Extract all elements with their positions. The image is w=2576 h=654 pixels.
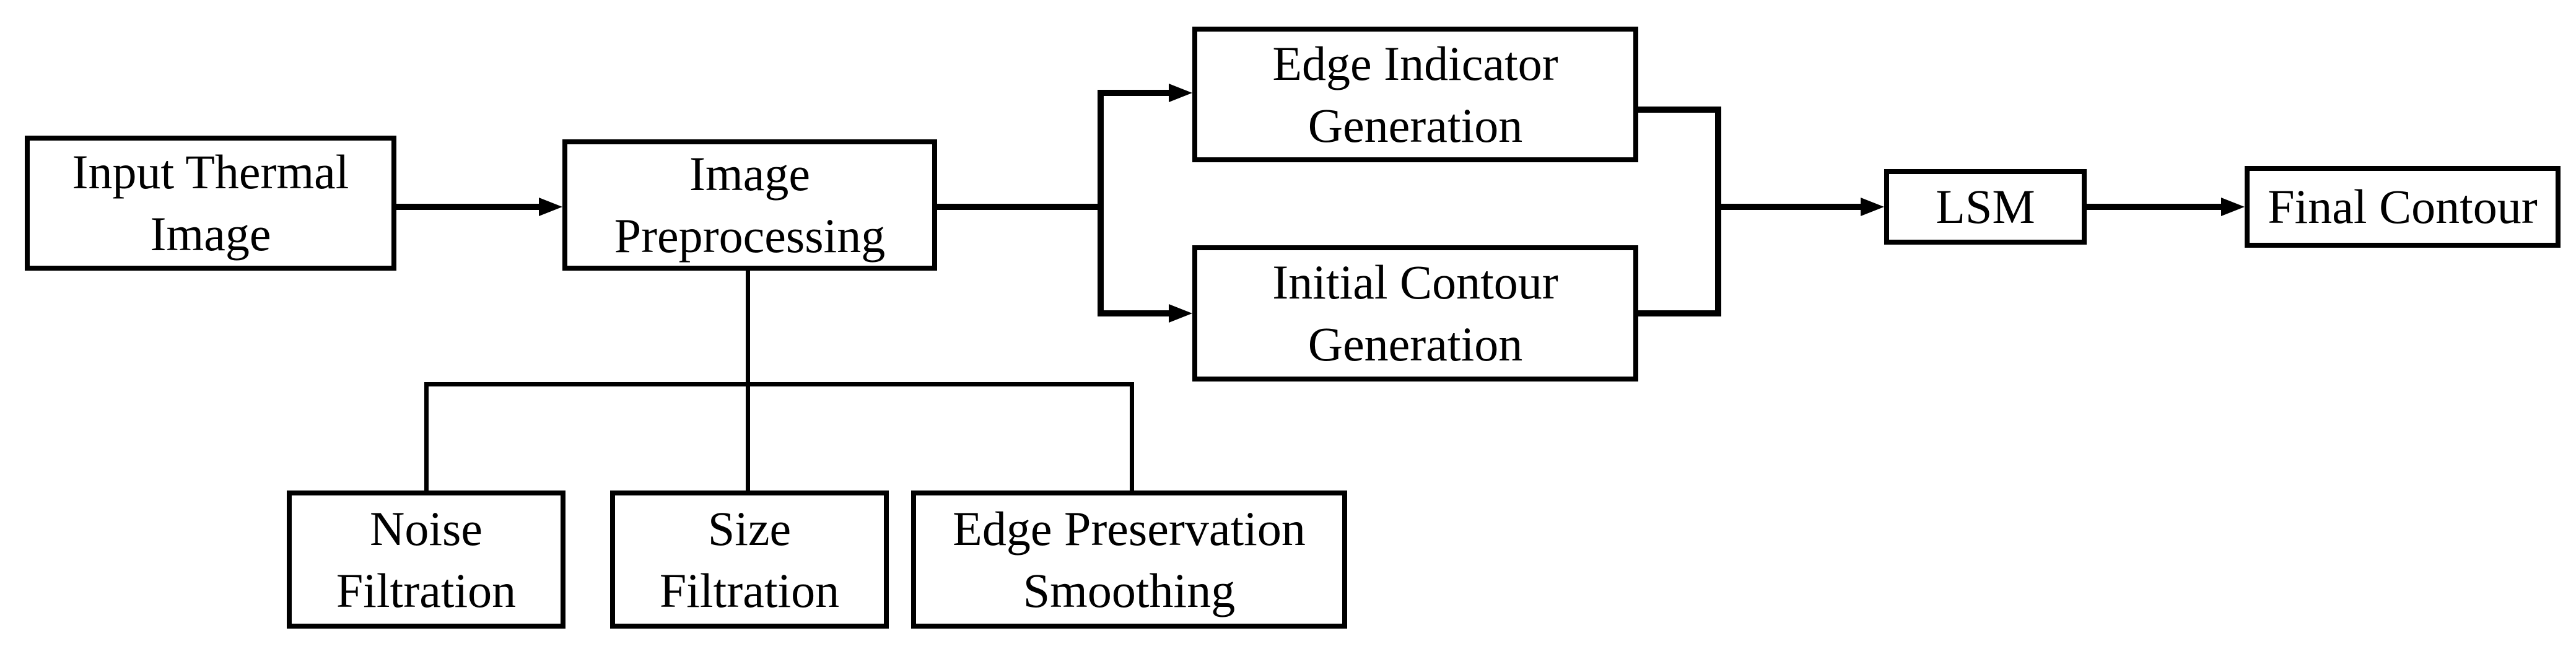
node-label-line: Image [689,147,810,201]
arrowhead-into-edge-indicator-icon [1169,84,1192,102]
connector-initial-contour-to-merge [1638,310,1721,316]
node-label-line: Generation [1308,317,1523,371]
node-final-contour: Final Contour [2245,166,2561,248]
connector-split-bar [1098,90,1104,316]
node-label-line: Preprocessing [614,209,886,263]
connector-drop-to-edge-preservation [1130,382,1134,490]
node-noise-filtration: Noise Filtration [287,490,565,629]
connector-edge-indicator-to-merge [1638,107,1721,113]
connector-merge-to-lsm [1721,204,1861,210]
arrowhead-into-preprocessing-icon [539,198,562,216]
node-label-line: Initial Contour [1272,255,1558,309]
node-label-line: Size [707,501,792,556]
node-input-thermal-image: Input Thermal Image [25,136,396,271]
node-image-preprocessing: Image Preprocessing [562,139,937,271]
connector-split-to-initial-contour [1104,310,1169,316]
node-edge-preservation-smoothing: Edge Preservation Smoothing [911,490,1347,629]
node-size-filtration: Size Filtration [610,490,889,629]
connector-split-to-edge-indicator [1104,90,1169,96]
node-label-line: Smoothing [1023,563,1236,617]
arrowhead-into-final-contour-icon [2221,198,2245,216]
node-initial-contour-generation: Initial Contour Generation [1192,245,1638,381]
connector-drop-to-noise-filtration [424,382,429,490]
node-label-line: Final Contour [2268,180,2538,233]
arrowhead-into-initial-contour-icon [1169,304,1192,323]
connector-input-to-preprocessing [396,204,539,210]
node-lsm: LSM [1884,169,2087,245]
node-label-line: Image [150,207,271,261]
node-label-line: Edge Indicator [1272,36,1558,90]
arrowhead-into-lsm-icon [1861,198,1884,216]
connector-preprocessing-to-split [937,204,1101,210]
node-label-line: Edge Preservation [953,501,1306,556]
node-label-line: Filtration [336,563,517,617]
node-label-line: LSM [1936,180,2035,233]
connector-branch-horizontal [424,382,1134,386]
node-label-line: Noise [370,501,482,556]
connector-lsm-to-final-contour [2087,204,2221,210]
connector-merge-bar [1715,107,1721,316]
node-label-line: Input Thermal [72,145,349,199]
node-edge-indicator-generation: Edge Indicator Generation [1192,27,1638,162]
node-label-line: Generation [1308,98,1523,152]
node-label-line: Filtration [659,563,840,617]
connector-preprocessing-down [746,271,750,490]
